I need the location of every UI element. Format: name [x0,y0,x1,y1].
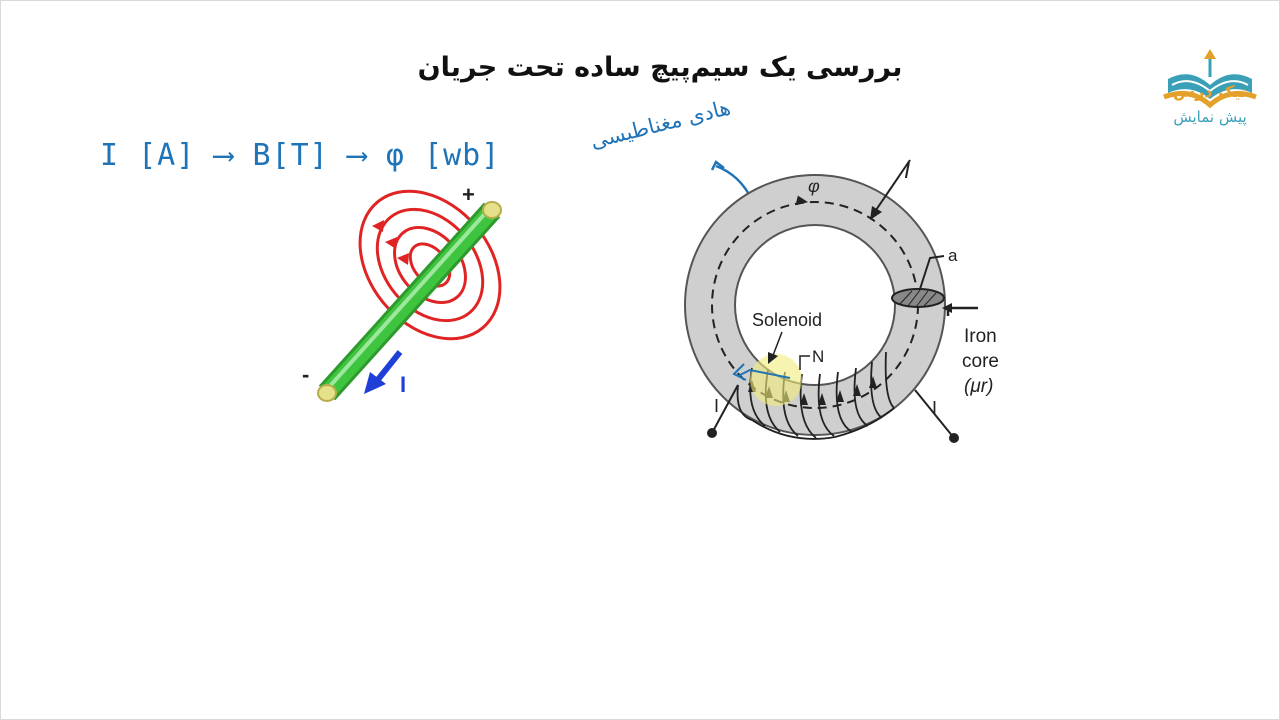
logo-name: نیک درس [1173,82,1247,101]
wire-current-label: I [400,372,406,397]
left-current-label: I [714,396,719,416]
slide-title: بررسی یک سیم‌پیچ ساده تحت جریان [417,52,903,83]
turns-label: N [812,347,824,366]
current-arrow-icon [364,350,403,394]
book-logo-icon [1163,49,1257,109]
toroid-figure: φ a I Iron core (μr) [684,158,999,443]
handwritten-formula: I [A] ⟶ B[T] ⟶ φ [wb] [100,138,501,173]
cross-section-area [891,288,945,308]
core-label: core [962,351,999,372]
top-current-label: I [904,158,910,183]
iron-label: Iron [964,326,997,347]
flux-label: φ [808,176,820,196]
wire-minus-label: - [302,362,309,387]
solenoid-label: Solenoid [752,310,822,330]
wire-plus-label: + [462,182,475,207]
area-label: a [948,246,958,265]
highlight-marker [750,354,802,406]
wire-figure: + - I [302,182,502,402]
wire-rod [317,201,502,402]
right-current-label: I [932,398,937,418]
logo-subtitle: پیش نمایش [1173,108,1247,126]
mu-label: (μr) [964,376,993,397]
